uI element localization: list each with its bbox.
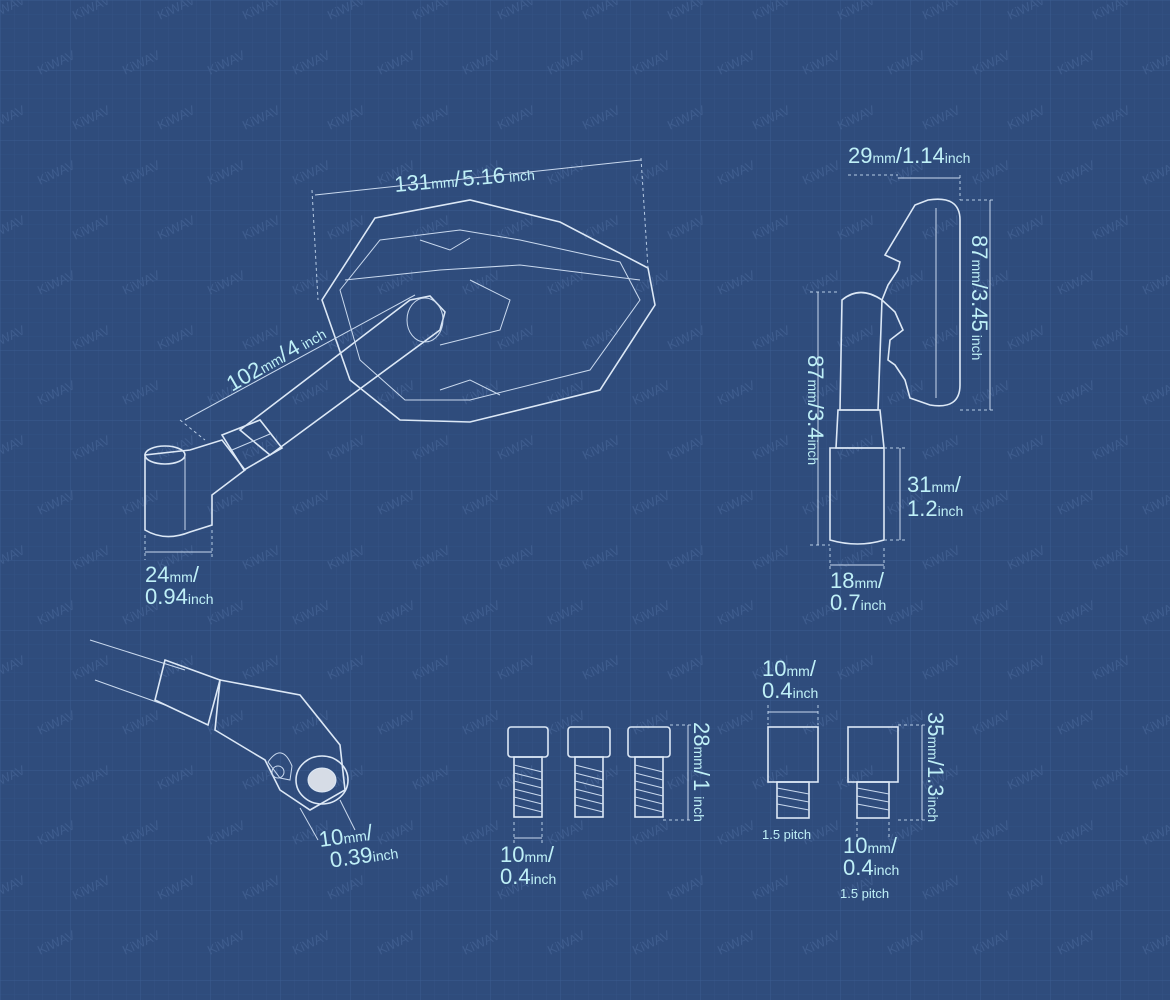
label-pitch-1: 1.5 pitch (762, 827, 811, 842)
label-foot-height: 31mm/ 1.2inch (907, 472, 965, 521)
adapter-2 (847, 726, 899, 819)
base-detail-view (89, 639, 356, 841)
label-bolt-length: 28mm/1inch (689, 722, 714, 822)
label-pitch-2: 1.5 pitch (840, 886, 889, 901)
label-bolt-diameter: 10mm/ 0.4inch (500, 842, 558, 889)
label-adapter-top: 10mm/ 0.4inch (762, 656, 820, 703)
label-depth: 29mm/1.14inch (848, 143, 970, 168)
bolt-3 (627, 726, 671, 818)
label-base-width: 24mm/ 0.94inch (145, 562, 214, 609)
label-head-height: 87mm/3.45inch (967, 235, 992, 360)
adapter-1 (767, 726, 819, 819)
label-adapter-bottom: 10mm/ 0.4inch (843, 833, 901, 880)
label-hole-diameter: 10mm/ 0.39inch (317, 817, 399, 874)
bolt-set (507, 724, 692, 845)
adapter-set (767, 705, 925, 838)
label-foot-width: 18mm/ 0.7inch (830, 568, 888, 615)
bolt-2 (567, 726, 611, 818)
label-adapter-length: 35mm/1.3inch (923, 712, 948, 822)
label-stem-height: 87mm/3.4inch (803, 355, 828, 465)
mirror-side-view (810, 174, 995, 570)
mirror-front-view (144, 157, 656, 560)
bolt-1 (507, 726, 549, 818)
